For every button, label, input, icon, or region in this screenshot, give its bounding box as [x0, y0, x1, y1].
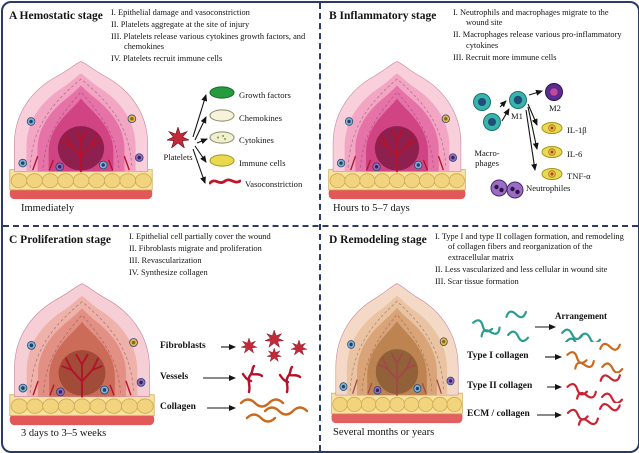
vessel-branches-icon	[239, 364, 315, 394]
chemokines-icon	[209, 109, 235, 127]
m2-label: M2	[549, 103, 561, 113]
panel-proliferation-stage: C Proliferation stage I. Epithelial cell…	[3, 227, 319, 449]
panel-c-title: C Proliferation stage	[9, 234, 111, 246]
m1-label: M1	[511, 111, 523, 121]
panel-remodeling-stage: D Remodeling stage I. Type I and type II…	[321, 227, 636, 449]
macrophage-cells-icon	[471, 91, 507, 135]
tnfa-item: TNF-α	[541, 167, 591, 185]
vessels-label: Vessels	[160, 372, 189, 382]
panel-a-point-2: II. Platelets aggregate at the site of i…	[111, 19, 250, 29]
panel-c-arrow-overlay	[203, 344, 236, 411]
panel-b-time: Hours to 5–7 days	[333, 203, 410, 214]
panel-a-point-3: III. Platelets release various cytokines…	[111, 31, 306, 52]
panel-b-point-list: I. Neutrophils and macrophages migrate t…	[453, 8, 633, 65]
neutrophils-label: Neutrophiles	[526, 183, 571, 193]
panel-c-time: 3 days to 3–5 weeks	[21, 428, 107, 439]
collagen-label: Collagen	[160, 402, 196, 412]
chemokines-label: Chemokines	[239, 113, 282, 123]
immune-cells-icon	[209, 154, 235, 172]
wound-illustration-inflammatory	[326, 55, 468, 201]
ecm-collagen-label: ECM / collagen	[467, 409, 530, 419]
fibroblasts-label: Fibroblasts	[160, 341, 206, 351]
panel-b-point-1: I. Neutrophils and macrophages migrate t…	[453, 8, 609, 28]
panel-d-title: D Remodeling stage	[329, 234, 427, 246]
vasoconstriction-label: Vasoconstriction	[245, 179, 303, 189]
type1-collagen-label: Type I collagen	[467, 351, 529, 361]
panel-b-title: B Inflammatory stage	[329, 10, 437, 22]
tnfa-label: TNF-α	[567, 170, 591, 181]
panel-b-arrow-overlay	[499, 89, 543, 171]
panel-d-point-2: II. Less vascularized and less cellular …	[435, 264, 608, 274]
cytokines-icon	[209, 131, 235, 149]
panel-b-point-2: II. Macrophages release various pro-infl…	[453, 30, 622, 50]
growth-factors-icon	[209, 86, 235, 104]
vertical-divider	[319, 3, 321, 451]
panel-a-point-4: IV. Platelets recruit immune cells	[111, 54, 223, 64]
panel-a-point-1: I. Epithelial damage and vasoconstrictio…	[111, 8, 250, 17]
panel-hemostatic-stage: A Hemostatic stage I. Epithelial damage …	[3, 3, 319, 225]
chemokines-item: Chemokines	[209, 109, 282, 127]
type2-collagen-label: Type II collagen	[467, 381, 533, 391]
il1b-icon	[541, 121, 563, 139]
growth-factors-item: Growth factors	[209, 86, 291, 104]
platelet-icon	[165, 126, 191, 149]
neutrophil-cells-icon	[489, 178, 525, 200]
panel-c-point-2: II. Fibroblasts migrate and proliferatio…	[129, 243, 262, 253]
il1b-item: IL-1β	[541, 121, 587, 139]
panel-c-point-1: I. Epithelial cell partially cover the w…	[129, 232, 271, 241]
scattered-collagen-teal-icon	[471, 307, 535, 343]
immune-cells-label: Immune cells	[239, 158, 286, 168]
horizontal-divider	[3, 225, 638, 227]
tnfa-icon	[541, 167, 563, 185]
arrangement-label: Arrangement	[555, 311, 607, 321]
wound-illustration-proliferation	[7, 277, 157, 427]
il6-label: IL-6	[567, 148, 583, 159]
panel-b-point-3: III. Recruit more immune cells	[453, 52, 557, 62]
vasoconstriction-item: Vasoconstriction	[208, 175, 303, 193]
panel-inflammatory-stage: B Inflammatory stage I. Neutrophils and …	[321, 3, 636, 225]
il6-item: IL-6	[541, 145, 583, 163]
panel-d-time: Several months or years	[333, 427, 435, 438]
type2-collagen-fibers-icon	[565, 373, 629, 405]
panel-d-point-1: I. Type I and type II collagen formation…	[435, 232, 624, 262]
panel-a-time: Immediately	[21, 203, 75, 214]
cytokines-label: Cytokines	[239, 135, 274, 145]
collagen-fibers-icon	[239, 395, 315, 423]
immune-cells-item: Immune cells	[209, 154, 286, 172]
panel-d-point-3: III. Scar tissue formation	[435, 276, 519, 286]
panel-d-point-list: I. Type I and type II collagen formation…	[435, 232, 631, 289]
panel-c-point-list: I. Epithelial cell partially cover the w…	[129, 232, 315, 280]
panel-a-title: A Hemostatic stage	[9, 10, 103, 22]
ecm-collagen-fibers-icon	[565, 401, 629, 429]
arranged-collagen-teal-icon	[561, 324, 619, 350]
panel-a-arrow-overlay	[192, 94, 208, 184]
fibroblast-cells-icon	[239, 329, 315, 364]
platelets-label: Platelets	[163, 152, 193, 162]
m1-cell-icon	[508, 90, 528, 110]
growth-factors-label: Growth factors	[239, 90, 291, 100]
m2-cell-icon	[544, 82, 564, 102]
macrophages-label: Macro-phages	[474, 148, 500, 168]
vasoconstriction-icon	[208, 175, 242, 193]
type1-collagen-fibers-icon	[565, 341, 629, 374]
il6-icon	[541, 145, 563, 163]
wound-illustration-hemostatic	[7, 55, 155, 201]
cytokines-item: Cytokines	[209, 131, 274, 149]
wound-illustration-remodeling	[329, 277, 465, 425]
il1b-label: IL-1β	[567, 124, 587, 135]
panel-c-point-4: IV. Synthesize collagen	[129, 267, 208, 277]
panel-d-arrow-overlay	[535, 324, 562, 418]
panel-a-point-list: I. Epithelial damage and vasoconstrictio…	[111, 8, 315, 66]
panel-c-point-3: III. Revascularization	[129, 255, 202, 265]
